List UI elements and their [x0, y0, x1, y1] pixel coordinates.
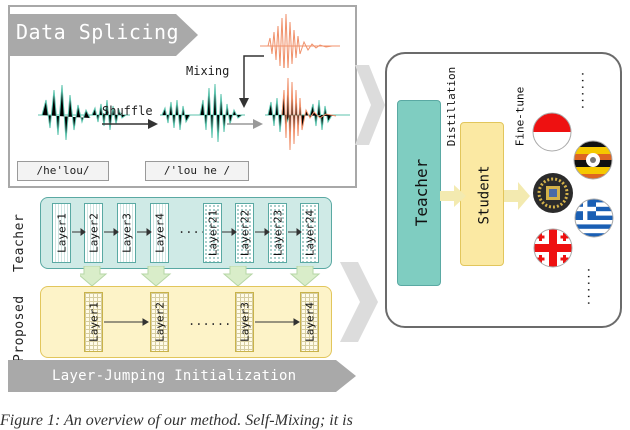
dots-bottom: ...... [579, 266, 593, 307]
teacher-layer-2: Layer2 [84, 203, 103, 263]
proposed-ellipsis: ...... [188, 314, 232, 328]
figure-caption: Figure 1: An overview of our method. Sel… [0, 412, 353, 429]
teacher-layer-1: Layer1 [52, 203, 71, 263]
shuffle-label: Shuffle [102, 104, 153, 118]
georgia-flag-icon [533, 228, 573, 268]
student-model-box: Student [460, 122, 504, 266]
teacher-model-box: Teacher [397, 100, 441, 286]
mixing-label: Mixing [186, 64, 230, 78]
proposed-layer-2: Layer2 [150, 292, 169, 352]
teacher-layer-22: Layer22 [235, 203, 254, 263]
distillation-label: Distillation [445, 66, 459, 147]
uganda-flag-icon [573, 140, 613, 180]
teacher-model-label: Teacher [412, 158, 432, 227]
phonetic-shuffled: /'lou he / [145, 161, 249, 181]
distill-arrow [440, 185, 466, 207]
mix-output-arrow [227, 119, 263, 129]
mixed-waveform [265, 77, 350, 151]
greece-flag-icon [574, 198, 614, 238]
proposed-side-label: Proposed [12, 295, 27, 362]
proposed-layer-4: Layer4 [300, 292, 319, 352]
original-waveform [38, 84, 130, 141]
data-splicing-title: Data Splicing [16, 20, 180, 44]
teacher-layer-arrows [72, 228, 302, 236]
layer-jumping-banner [8, 360, 356, 392]
init-to-panel-chevron [340, 262, 378, 342]
teacher-side-label: Teacher [12, 213, 27, 272]
finetune-label: Fine-tune [513, 86, 527, 147]
shuffled-waveform [160, 83, 245, 143]
data-splicing-banner [8, 14, 198, 56]
shuffle-arrow [102, 119, 158, 129]
waveform-group [38, 77, 350, 151]
student-model-label: Student [476, 165, 493, 225]
emblem-flag-icon [533, 173, 573, 213]
splice-to-panel-chevron [355, 65, 385, 145]
indonesia-flag-icon [532, 112, 572, 152]
proposed-layer-arrows [104, 318, 300, 326]
proposed-layer-1: Layer1 [84, 292, 103, 352]
phonetic-original: /he'lou/ [17, 161, 109, 181]
teacher-layer-24: Layer24 [300, 203, 319, 263]
mixing-source-waveform-top [260, 13, 340, 68]
mixing-arrow [239, 55, 264, 108]
proposed-layer-3: Layer3 [235, 292, 254, 352]
finetune-arrow [504, 182, 530, 210]
layer-jumping-title: Layer-Jumping Initialization [52, 368, 297, 384]
teacher-layer-23: Layer23 [268, 203, 287, 263]
dots-top: ...... [573, 70, 587, 111]
teacher-layer-21: Layer21 [203, 203, 222, 263]
layer-jump-arrows [80, 266, 321, 287]
